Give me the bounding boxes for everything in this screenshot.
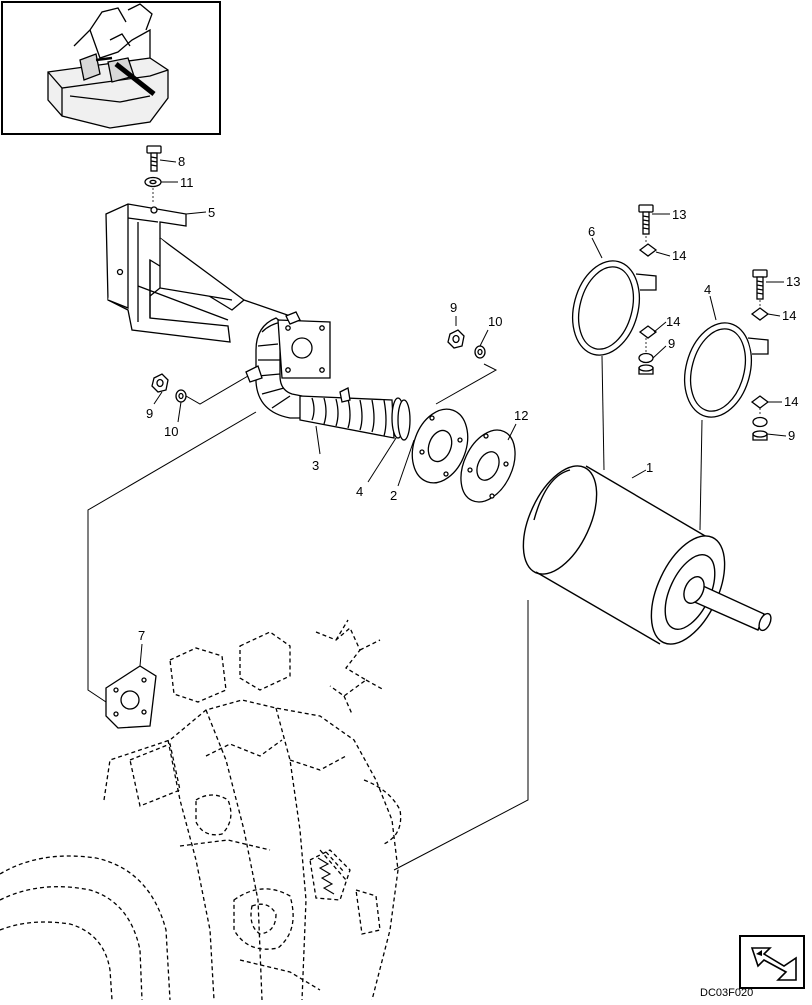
spring-detail <box>317 857 335 895</box>
callout-labels: 8 11 5 6 13 14 14 9 13 14 14 9 4 9 10 9 … <box>138 154 800 643</box>
bolt-8 <box>146 145 162 172</box>
callout-7: 7 <box>138 628 145 643</box>
leader-lines <box>87 159 787 871</box>
callout-13-upper: 13 <box>672 207 686 222</box>
nuts-9-clamp <box>638 352 768 441</box>
page-turn-arrow-icon[interactable] <box>739 935 805 989</box>
callout-5: 5 <box>208 205 215 220</box>
callout-2: 2 <box>390 488 397 503</box>
callout-6: 6 <box>588 224 595 239</box>
bolt-13-lower <box>752 269 768 300</box>
gasket-7 <box>105 665 157 729</box>
muffler-1 <box>522 465 772 645</box>
callout-10-upper: 10 <box>488 314 502 329</box>
flange-2 <box>411 408 469 484</box>
callout-14-mid: 14 <box>666 314 680 329</box>
callout-9-clamp-4: 9 <box>788 428 795 443</box>
pipe-clamp-4-small <box>391 397 411 441</box>
callout-3: 3 <box>312 458 319 473</box>
callout-8: 8 <box>178 154 185 169</box>
callout-9-left: 9 <box>146 406 153 421</box>
machine-location-inset-icon <box>47 3 169 129</box>
bolt-13-upper <box>638 204 654 235</box>
nut-9-upper <box>447 329 465 349</box>
callout-14-upper: 14 <box>672 248 686 263</box>
callout-10-left: 10 <box>164 424 178 439</box>
exhaust-pipe-3 <box>245 311 395 439</box>
callout-12: 12 <box>514 408 528 423</box>
callout-9-upper: 9 <box>450 300 457 315</box>
washer-11 <box>144 176 162 188</box>
callout-4-pipe: 4 <box>356 484 363 499</box>
washer-10-left <box>175 389 187 403</box>
nut-9-left <box>151 373 169 393</box>
assembly-centerlines <box>645 236 761 416</box>
callout-11: 11 <box>180 175 194 190</box>
callout-14-bottom: 14 <box>784 394 798 409</box>
callout-14-right: 14 <box>782 308 796 323</box>
callout-1: 1 <box>646 460 653 475</box>
clamp-band-4 <box>684 322 769 418</box>
figure-code: DC03F020 <box>700 987 753 999</box>
callout-9-clamp-6: 9 <box>668 336 675 351</box>
washer-10-upper <box>474 345 486 359</box>
gasket-12 <box>460 429 516 503</box>
clamp-band-6 <box>572 260 657 356</box>
washers-14 <box>638 243 770 409</box>
location-inset <box>1 1 221 135</box>
engine-reference-outline <box>0 619 402 1001</box>
callout-4-clamp: 4 <box>704 282 711 297</box>
mounting-bracket <box>105 203 297 343</box>
callout-13-lower: 13 <box>786 274 800 289</box>
